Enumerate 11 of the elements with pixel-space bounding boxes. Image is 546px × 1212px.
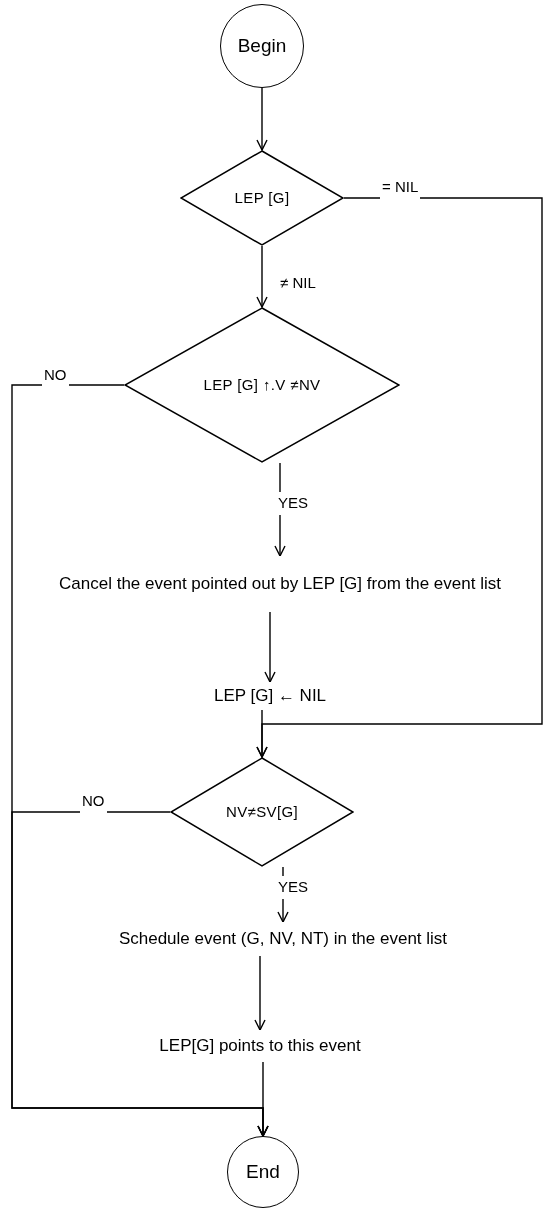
arrow bbox=[256, 245, 268, 308]
arrow bbox=[256, 87, 268, 151]
decision-diamond: LEP [G] bbox=[180, 150, 344, 246]
edge-label: YES bbox=[276, 876, 310, 899]
arrow bbox=[254, 955, 266, 1031]
decision-diamond: LEP [G] ↑.V ≠NV bbox=[124, 307, 400, 463]
arrow bbox=[264, 611, 276, 683]
arrow bbox=[256, 709, 268, 758]
arrow bbox=[257, 1061, 269, 1137]
edge-label: YES bbox=[276, 492, 310, 515]
decision-diamond: NV≠SV[G] bbox=[170, 757, 354, 867]
